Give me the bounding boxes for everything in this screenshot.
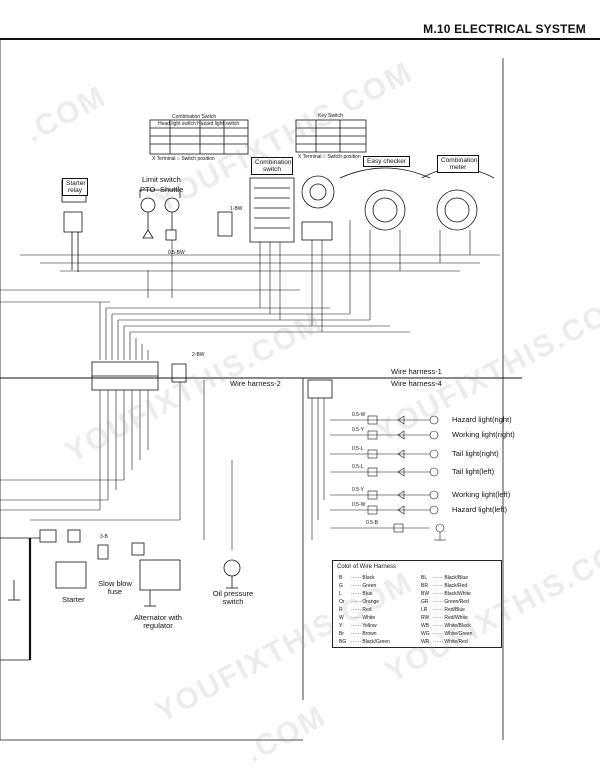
wire-tag-bw: 0.5-BW (168, 250, 185, 256)
legend-code2: BL (421, 575, 428, 581)
legend-code2: WB (421, 623, 430, 629)
wire-harness-2-label: Wire harness-2 (230, 379, 281, 388)
easy-checker-label: Easy checker (363, 156, 411, 167)
legend-color2: ······ Black/Blue (433, 575, 469, 581)
legend-color: ······ Red (351, 607, 372, 613)
light-wire-tag: 0.5-L (352, 464, 364, 470)
legend-code2: RW (421, 615, 430, 621)
light-label-hazard-right: Hazard light(right) (452, 415, 512, 424)
legend-code2: WR (421, 639, 430, 645)
legend-color: ······ Green (351, 583, 377, 589)
wire-harness-4-label: Wire harness-4 (391, 379, 442, 388)
legend-title: Color of Wire Harness (337, 564, 397, 570)
legend-code2: BR (421, 583, 428, 589)
light-wire-tag: 0.5-L (352, 446, 364, 452)
wire-color-legend: Color of Wire Harness B ······ Black BL ···… (332, 560, 502, 648)
light-wire-tag: 0.5-W (352, 502, 366, 508)
combination-switch-label: Combination switch (251, 157, 293, 175)
legend-color: ······ Orange (351, 599, 380, 605)
light-wire-tag: 0.5-Y (352, 487, 364, 493)
key-switch-table-note: X Terminal ○ Switch position (298, 154, 361, 160)
oil-pressure-switch-label: Oil pressure switch (212, 589, 254, 606)
legend-color2: ······ White/Red (433, 639, 468, 645)
legend-color: ······ Black (351, 575, 375, 581)
legend-color2: ······ White/Green (433, 631, 473, 637)
combination-switch-table-title: Combination Switch (172, 114, 217, 120)
wire-tag-2bw: 2-BW (192, 352, 205, 358)
legend-code: Y (339, 623, 343, 629)
light-label-hazard-left: Hazard light(left) (452, 505, 508, 514)
legend-color: ······ Black/Green (351, 639, 390, 645)
light-wire-tag: 0.5-W (352, 412, 366, 418)
shuttle-label: Shuttle (160, 185, 184, 194)
alternator-label: Alternator with regulator (134, 613, 182, 630)
legend-code2: GR (421, 599, 429, 605)
legend-code: Br (339, 631, 344, 637)
wire-harness-1-label: Wire harness-1 (391, 367, 442, 376)
legend-color: ······ Brown (351, 631, 377, 637)
header-rule (0, 38, 600, 40)
pto-label: PTO (140, 185, 156, 194)
page-header: M.10 ELECTRICAL SYSTEM (0, 0, 600, 40)
wire-tag-1bw: 1-BW (230, 206, 243, 212)
key-switch-table-title: Key Switch (318, 113, 343, 119)
legend-code: G (339, 583, 343, 589)
legend-code: R (339, 607, 343, 613)
legend-color2: ······ Black/White (433, 591, 471, 597)
starter-label: Starter (62, 595, 85, 604)
legend-color2: ······ Red/Blue (433, 607, 465, 613)
ground-wire-tag: 0.5-B (366, 520, 378, 526)
combination-meter-label: Combination meter (437, 155, 479, 173)
legend-code2: WG (421, 631, 430, 637)
legend-code: L (339, 591, 342, 597)
legend-color: ······ Yellow (351, 623, 377, 629)
legend-color: ······ White (351, 615, 376, 621)
legend-code2: BW (421, 591, 430, 597)
legend-color2: ······ Red/White (433, 615, 468, 621)
slow-blow-fuse-label: Slow blow fuse (98, 579, 132, 596)
legend-color2: ······ Black/Red (433, 583, 468, 589)
wiring-diagram (0, 40, 522, 741)
light-label-tail-left: Tail light(left) (452, 467, 495, 476)
light-label-working-left: Working light(left) (452, 490, 511, 499)
legend-code2: LR (421, 607, 428, 613)
combination-switch-table-note: X Terminal ○ Switch position (152, 156, 215, 162)
legend-color2: ······ Green/Red (433, 599, 469, 605)
section-title: M.10 ELECTRICAL SYSTEM (423, 22, 586, 36)
legend-code: B (339, 575, 343, 581)
legend-code: W (339, 615, 344, 621)
legend-code: Or (339, 599, 345, 605)
legend-color: ······ Blue (351, 591, 373, 597)
light-label-tail-right: Tail light(right) (452, 449, 499, 458)
legend-color2: ······ White/Black (433, 623, 471, 629)
legend-code: BG (339, 639, 347, 645)
light-wire-tag: 0.5-Y (352, 427, 364, 433)
starter-relay-label: Starter relay (62, 178, 88, 196)
combination-switch-table-subtitle: Head light switch Hazard light switch (158, 121, 240, 127)
wire-tag-3b: 3-B (100, 534, 108, 540)
light-label-working-right: Working light(right) (452, 430, 515, 439)
limit-switch-label: Limit switch (142, 175, 181, 184)
